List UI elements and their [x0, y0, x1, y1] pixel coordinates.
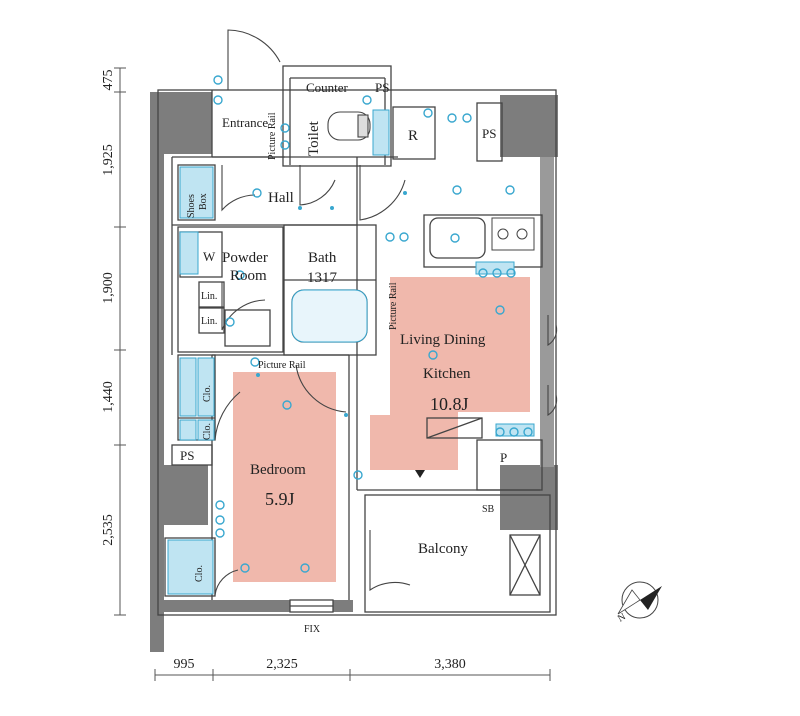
label-box: Box	[198, 193, 209, 210]
compass-label: N	[616, 611, 628, 624]
label-ps-left: PS	[180, 448, 194, 463]
toilet-fixture	[327, 111, 371, 141]
label-ldk-2: Kitchen	[423, 366, 471, 382]
entry-arrow-icon	[415, 470, 425, 478]
horizontal-dimension-line	[154, 669, 551, 681]
label-sb: SB	[482, 504, 495, 515]
label-picture-rail-ldk: Picture Rail	[388, 282, 399, 330]
label-bedroom: Bedroom	[250, 462, 306, 478]
label-bedroom-size: 5.9J	[265, 489, 295, 509]
vertical-dimension-line	[114, 67, 126, 616]
label-clo-1: Clo.	[202, 385, 213, 402]
label-powder-room-2: Room	[230, 268, 267, 284]
label-picture-rail-bedroom: Picture Rail	[258, 360, 306, 371]
label-fix: FIX	[304, 624, 321, 635]
label-balcony: Balcony	[418, 541, 468, 557]
label-picture-rail-entrance: Picture Rail	[267, 112, 278, 160]
ldk-floor	[370, 277, 530, 470]
label-p: P	[500, 450, 507, 465]
label-ps-right: PS	[482, 126, 496, 141]
label-lin-2: Lin.	[201, 316, 217, 327]
label-bath: Bath	[308, 250, 337, 266]
label-counter: Counter	[306, 80, 349, 95]
label-powder-room-1: Powder	[222, 250, 268, 266]
label-ps-top: PS	[375, 80, 389, 95]
label-clo-2: Clo.	[202, 423, 213, 440]
vdim-1440: 1,440	[101, 381, 116, 413]
partition-walls	[157, 65, 557, 616]
door-swings	[214, 29, 558, 596]
electrical-markers	[213, 75, 533, 573]
compass-icon	[617, 581, 662, 619]
stove-icon	[491, 217, 535, 251]
fixtures	[167, 109, 535, 595]
label-entrance: Entrance	[222, 115, 268, 130]
hdim-2325: 2,325	[266, 657, 298, 672]
label-clo-3: Clo.	[194, 565, 205, 582]
hdim-3380: 3,380	[434, 657, 466, 672]
vdim-1900: 1,900	[101, 272, 116, 304]
label-washer: W	[203, 249, 216, 264]
label-ldk-size: 10.8J	[430, 394, 469, 414]
label-hall: Hall	[268, 190, 294, 206]
label-ldk-1: Living Dining	[400, 332, 486, 348]
structural-walls	[150, 92, 558, 652]
label-toilet: Toilet	[306, 120, 322, 156]
bedroom-floor	[233, 372, 336, 582]
hdim-995: 995	[174, 657, 195, 672]
vdim-2535: 2,535	[101, 514, 116, 546]
vdim-1925: 1,925	[101, 144, 116, 176]
vdim-475: 475	[101, 70, 116, 91]
label-refrigerator: R	[408, 128, 418, 144]
switch-markers	[256, 191, 407, 417]
label-shoes: Shoes	[186, 194, 197, 218]
label-bath-size: 1317	[307, 270, 338, 286]
label-lin-1: Lin.	[201, 291, 217, 302]
